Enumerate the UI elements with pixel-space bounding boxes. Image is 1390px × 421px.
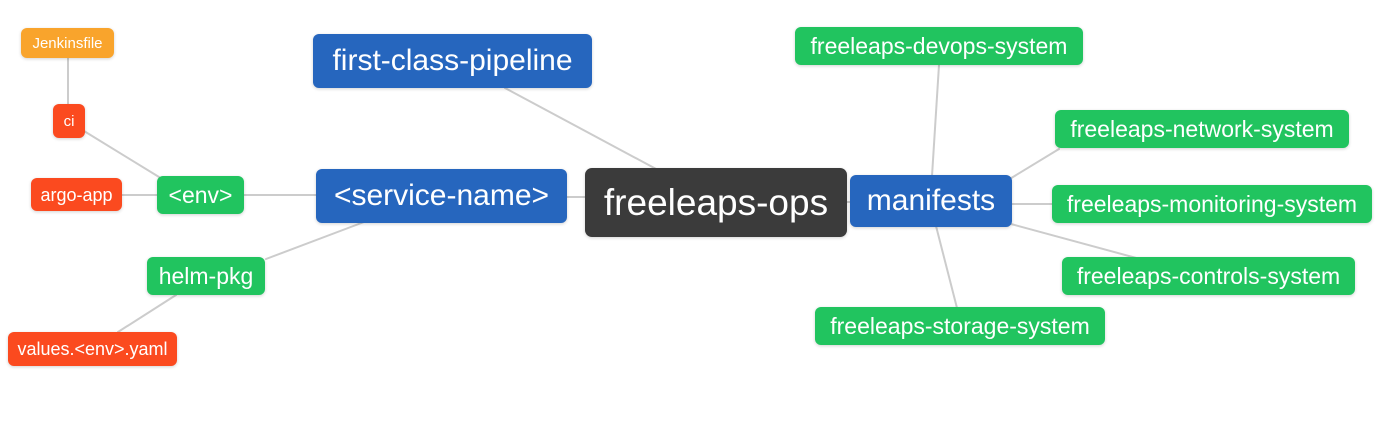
mindmap-node-values-env-yaml[interactable]: values.<env>.yaml [8, 332, 177, 366]
node-label: manifests [866, 184, 996, 217]
edge-first-class-pipeline-freeleaps-ops [504, 87, 659, 171]
node-label: freeleaps-devops-system [810, 32, 1068, 59]
mindmap-node-helm-pkg[interactable]: helm-pkg [147, 257, 265, 295]
mindmap-node-first-class-pipeline[interactable]: first-class-pipeline [313, 34, 592, 88]
edge-manifests-storage-system [935, 225, 958, 309]
mindmap-node-storage-system[interactable]: freeleaps-storage-system [815, 307, 1105, 345]
mindmap-node-devops-system[interactable]: freeleaps-devops-system [795, 27, 1083, 65]
node-label: freeleaps-controls-system [1076, 262, 1341, 289]
edge-helm-pkg-service-name [265, 221, 365, 260]
mindmap-node-env[interactable]: <env> [157, 176, 244, 214]
node-label: freeleaps-network-system [1070, 115, 1334, 142]
node-label: helm-pkg [158, 262, 254, 289]
node-label: first-class-pipeline [332, 44, 573, 77]
node-label: ci [63, 112, 75, 130]
node-label: Jenkinsfile [32, 34, 103, 52]
node-label: freeleaps-ops [603, 182, 829, 223]
edge-values-env-yaml-helm-pkg [117, 294, 177, 333]
mindmap-node-controls-system[interactable]: freeleaps-controls-system [1062, 257, 1355, 295]
node-label: freeleaps-monitoring-system [1066, 190, 1358, 217]
mindmap-node-freeleaps-ops[interactable]: freeleaps-ops [585, 168, 847, 237]
node-label: <env> [168, 181, 233, 208]
mindmap-node-service-name[interactable]: <service-name> [316, 169, 567, 223]
node-label: values.<env>.yaml [17, 339, 168, 359]
edge-manifests-controls-system [1010, 223, 1141, 260]
mindmap-node-monitoring-system[interactable]: freeleaps-monitoring-system [1052, 185, 1372, 223]
mindmap-node-jenkinsfile[interactable]: Jenkinsfile [21, 28, 114, 58]
mindmap-node-manifests[interactable]: manifests [850, 175, 1012, 227]
mindmap-node-argo-app[interactable]: argo-app [31, 178, 122, 211]
mindmap-node-network-system[interactable]: freeleaps-network-system [1055, 110, 1349, 148]
mindmap-node-ci[interactable]: ci [53, 104, 85, 138]
edge-ci-env [83, 130, 160, 178]
node-label: argo-app [40, 184, 113, 205]
node-label: freeleaps-storage-system [830, 312, 1090, 339]
node-label: <service-name> [333, 179, 550, 212]
edge-manifests-network-system [1007, 148, 1060, 181]
edge-manifests-devops-system [931, 64, 940, 177]
